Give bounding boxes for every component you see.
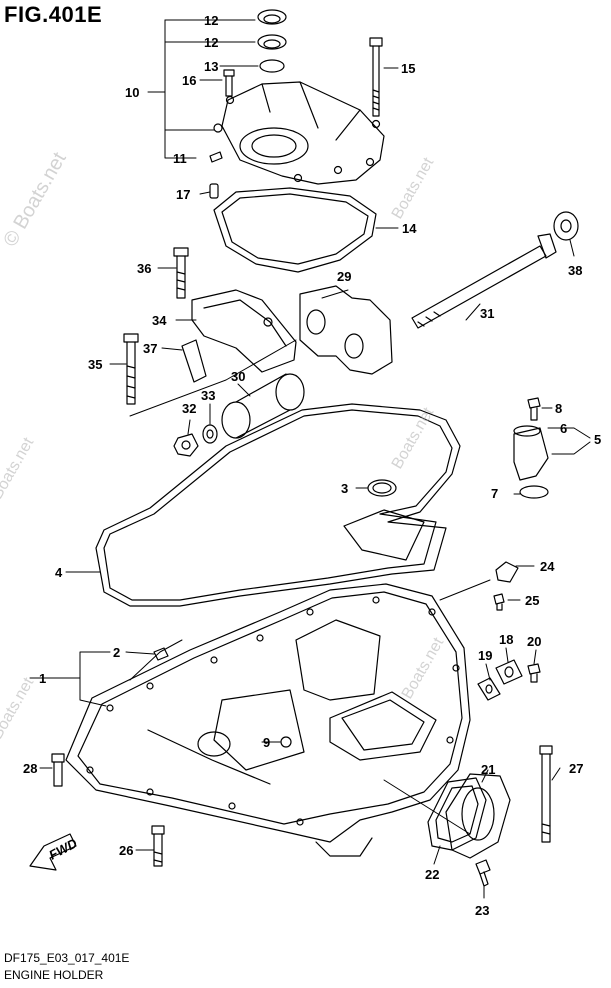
engine-holder-cover-10 <box>213 81 385 185</box>
watermark-group: © Boats.net Boats.net Boats.net Boats.ne… <box>0 148 448 742</box>
callout-18: 18 <box>499 632 513 647</box>
callout-8: 8 <box>555 401 562 416</box>
callout-9: 9 <box>263 735 270 750</box>
callout-16: 16 <box>182 73 196 88</box>
plug-2 <box>153 647 169 661</box>
bolt-28 <box>51 753 65 787</box>
lower-case-1 <box>65 583 471 857</box>
sensor-24 <box>495 561 519 583</box>
plate-37 <box>181 339 207 383</box>
bolt-27 <box>539 745 553 843</box>
callout-35: 35 <box>88 357 102 372</box>
callout-1: 1 <box>39 671 46 686</box>
bolt-8 <box>527 397 541 421</box>
callout-32: 32 <box>182 401 196 416</box>
callout-28: 28 <box>23 761 37 776</box>
long-bolt-31 <box>411 233 557 329</box>
mount-block-29 <box>299 285 393 375</box>
bolt-36 <box>173 247 189 299</box>
callout-33: 33 <box>201 388 215 403</box>
figure-name: ENGINE HOLDER <box>4 968 104 982</box>
callout-14: 14 <box>402 221 417 236</box>
seal-ring-12a <box>257 9 287 25</box>
bolt-20 <box>527 663 541 683</box>
watermark-main: © Boats.net <box>0 148 71 250</box>
bolt-23 <box>475 859 491 887</box>
callout-38: 38 <box>568 263 582 278</box>
callout-31: 31 <box>480 306 494 321</box>
callout-4: 4 <box>55 565 63 580</box>
figure-code: DF175_E03_017_401E <box>4 951 130 965</box>
callout-labels: 1 2 3 4 5 6 7 8 9 10 11 12 12 13 14 15 1… <box>23 13 601 918</box>
callout-24: 24 <box>540 559 555 574</box>
watermark-repeat: Boats.net <box>389 154 438 222</box>
dowel-pin-17 <box>209 183 219 199</box>
callout-36: 36 <box>137 261 151 276</box>
bracket-34 <box>191 289 297 373</box>
washer-38 <box>553 211 579 241</box>
nut-32 <box>173 433 199 457</box>
gasket-4 <box>95 403 461 607</box>
cover-21 <box>445 773 511 859</box>
bolt-26 <box>151 825 165 867</box>
callout-37: 37 <box>143 341 157 356</box>
callout-10: 10 <box>125 85 139 100</box>
seal-ring-12b <box>257 34 287 50</box>
callout-30: 30 <box>231 369 245 384</box>
o-ring-13 <box>259 59 285 73</box>
callout-34: 34 <box>152 313 167 328</box>
callout-21: 21 <box>481 762 495 777</box>
callout-15: 15 <box>401 61 415 76</box>
bolt-15 <box>369 37 383 117</box>
bracket-18 <box>495 659 523 685</box>
fitting-9 <box>280 736 292 748</box>
callout-12b: 12 <box>204 35 218 50</box>
figure-title: FIG.401E <box>4 2 103 27</box>
o-ring-7 <box>519 485 549 499</box>
bolt-16 <box>223 69 235 97</box>
o-ring-3 <box>367 479 397 497</box>
leader-lines <box>29 19 591 899</box>
rubber-mount-30 <box>221 373 305 439</box>
callout-19: 19 <box>478 648 492 663</box>
gasket-14 <box>213 187 377 273</box>
callout-6: 6 <box>560 421 567 436</box>
bolt-35 <box>123 333 139 405</box>
callout-13: 13 <box>204 59 218 74</box>
fwd-label: FWD <box>46 835 80 862</box>
callout-25: 25 <box>525 593 539 608</box>
callout-17: 17 <box>176 187 190 202</box>
callout-7: 7 <box>491 486 498 501</box>
callout-2: 2 <box>113 645 120 660</box>
gasket-22 <box>427 777 487 851</box>
callout-26: 26 <box>119 843 133 858</box>
washer-33 <box>202 424 218 444</box>
watermark-repeat: Boats.net <box>399 634 448 702</box>
bolt-25 <box>493 593 505 611</box>
callout-23: 23 <box>475 903 489 918</box>
fwd-arrow-icon <box>29 833 77 871</box>
callout-3: 3 <box>341 481 348 496</box>
fitting-6 <box>513 425 549 481</box>
watermark-repeat: Boats.net <box>0 434 38 502</box>
callout-22: 22 <box>425 867 439 882</box>
callout-11: 11 <box>173 151 187 166</box>
pin-11 <box>209 151 223 163</box>
callout-29: 29 <box>337 269 351 284</box>
callout-27: 27 <box>569 761 583 776</box>
callout-20: 20 <box>527 634 541 649</box>
gasket-19 <box>477 677 501 701</box>
watermark-repeat: Boats.net <box>0 674 38 742</box>
callout-12a: 12 <box>204 13 218 28</box>
callout-5: 5 <box>594 432 601 447</box>
